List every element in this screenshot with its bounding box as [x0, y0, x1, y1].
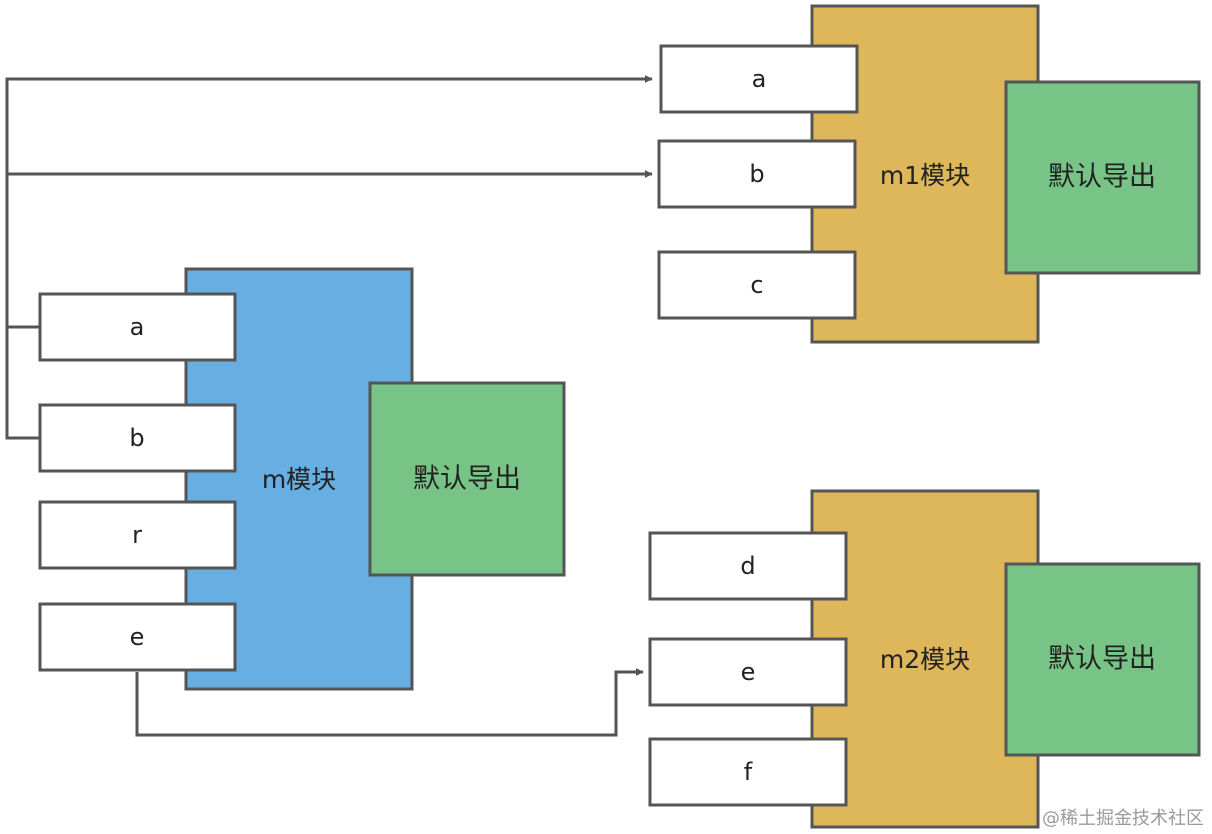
- module-m2: m2模块 默认导出 d e f: [648, 489, 1201, 829]
- module-m2-body: [810, 489, 1040, 829]
- module-m2-title: m2模块: [880, 645, 970, 674]
- module-m1-export-b: b: [749, 160, 764, 188]
- module-m1-default-export-label: 默认导出: [1048, 162, 1156, 193]
- module-m-export-b-box: [38, 403, 237, 473]
- edge-m-b-to-m1-b: [5, 170, 653, 440]
- module-m-default-export: [368, 381, 566, 577]
- module-m1: m1模块 默认导出 a b c: [657, 4, 1201, 344]
- module-m-default-export-label: 默认导出: [413, 464, 521, 495]
- module-m-title: m模块: [262, 465, 336, 494]
- module-m2-default-export: [1004, 562, 1201, 757]
- module-m2-export-e: e: [741, 658, 756, 686]
- module-m1-export-c: c: [750, 271, 763, 299]
- module-m-export-a-box: [38, 292, 237, 362]
- module-m1-title: m1模块: [880, 161, 970, 190]
- module-m-export-r-box: [38, 500, 237, 570]
- module-m2-export-f: f: [744, 758, 753, 786]
- module-m1-default-export: [1004, 80, 1201, 275]
- watermark: @稀土掘金技术社区: [1042, 808, 1204, 829]
- module-m2-default-export-label: 默认导出: [1048, 644, 1156, 675]
- module-m2-export-d-box: [648, 531, 848, 601]
- edge-m-e-to-m2-e: [135, 668, 644, 737]
- module-m-export-a: a: [130, 313, 145, 341]
- module-m-export-b: b: [129, 424, 144, 452]
- module-m1-export-a-box: [659, 44, 859, 114]
- module-m2-export-f-box: [648, 737, 848, 807]
- module-m-export-e-box: [38, 602, 237, 672]
- module-m-export-r: r: [132, 521, 142, 549]
- module-m2-export-e-box: [648, 637, 848, 707]
- module-m1-export-b-box: [657, 139, 857, 209]
- module-m1-export-c-box: [657, 250, 857, 320]
- module-m1-export-a: a: [752, 65, 767, 93]
- module-m-export-e: e: [130, 623, 145, 651]
- connectors: [5, 75, 653, 737]
- module-m: m模块 默认导出 a b r e: [38, 267, 566, 691]
- module-m2-export-d: d: [740, 552, 755, 580]
